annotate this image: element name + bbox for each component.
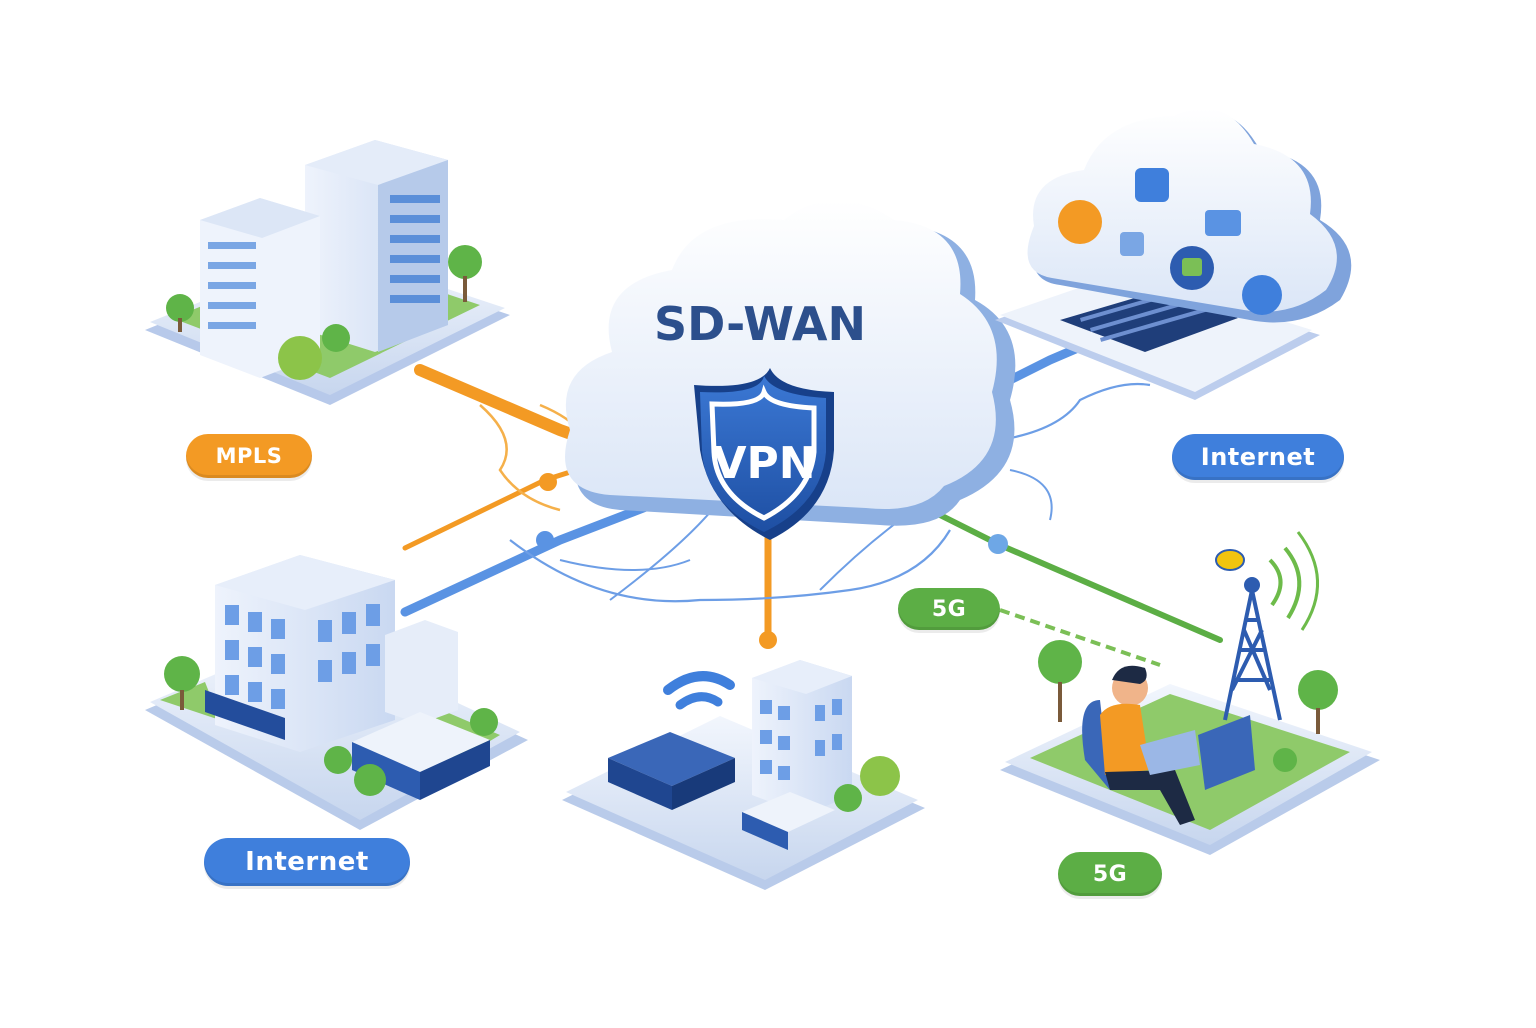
fiveg-label-middle: 5G	[898, 588, 1000, 630]
hub-title: SD-WAN	[654, 297, 866, 351]
internet-mesh-2	[559, 559, 691, 571]
mpls-node	[539, 473, 557, 491]
sd-wan-cloud-icon: SD-WAN	[565, 200, 1016, 526]
internet-wavy-tr	[999, 382, 1151, 442]
internet-mesh-4	[819, 519, 901, 591]
mpls-wavy	[479, 404, 561, 512]
fiveg-link-dashed	[999, 608, 1161, 667]
internet-mesh	[509, 529, 951, 603]
branch-office-icon	[145, 555, 528, 830]
internet-label-bottom-left: Internet	[204, 838, 410, 886]
app-icon-small	[1120, 232, 1144, 256]
mpls-node-down	[759, 631, 777, 649]
fiveg-node	[988, 534, 1008, 554]
headquarters-buildings-icon	[145, 140, 510, 405]
app-icon-folder	[1205, 210, 1241, 236]
fiveg-label-bottom-right: 5G	[1058, 852, 1162, 896]
app-icon-lock	[1135, 168, 1169, 202]
shield-icon: VPN	[694, 368, 834, 540]
internet-node-bl	[536, 531, 554, 549]
remote-site-icon	[1000, 531, 1380, 855]
app-icon-orange	[1058, 200, 1102, 244]
internet-wavy-tr-2	[1009, 469, 1053, 521]
cloud-services-icon	[995, 108, 1352, 400]
app-icon-blue	[1242, 275, 1282, 315]
internet-label-top-right: Internet	[1172, 434, 1344, 480]
mpls-label: MPLS	[186, 434, 312, 478]
cell-tower-icon	[1223, 589, 1282, 721]
wifi-icon	[663, 671, 735, 710]
shield-label: VPN	[712, 438, 815, 489]
remote-worker-icon	[1082, 665, 1200, 825]
wifi-branch-icon	[562, 660, 925, 890]
